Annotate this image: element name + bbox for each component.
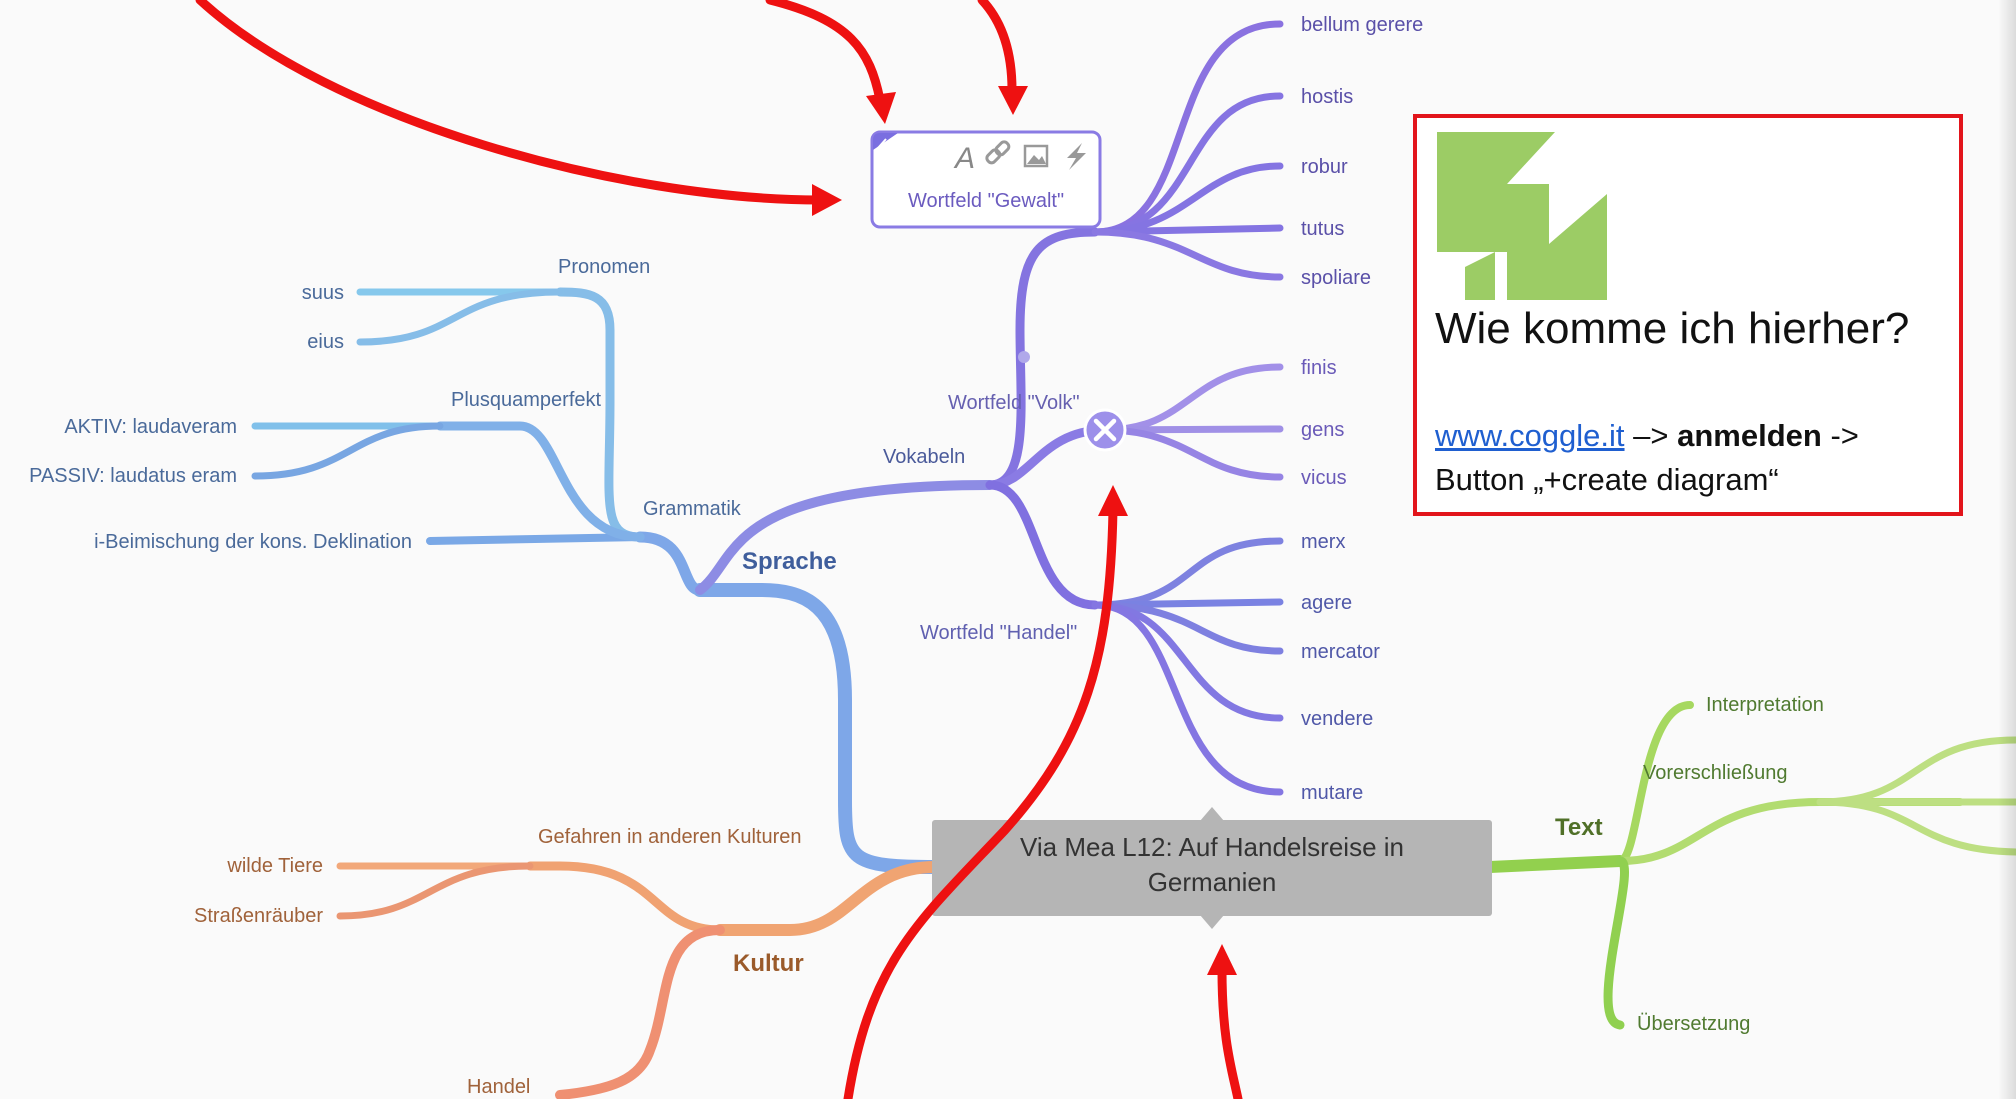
info-arrow1: –> [1624,418,1678,453]
root-title-line1: Via Mea L12: Auf Handelsreise in [1020,832,1404,862]
word-vicus[interactable]: vicus [1301,467,1347,489]
labels: Sprache Grammatik Vokabeln Wortfeld "Vol… [29,14,1824,1098]
word-robur[interactable]: robur [1301,156,1348,178]
arrow-to-root [1217,965,1243,1099]
word-tutus[interactable]: tutus [1301,218,1344,240]
font-icon[interactable]: A [953,142,975,175]
wortfeld-gewalt-label: Wortfeld "Gewalt" [908,190,1064,212]
wortfeld-volk-label[interactable]: Wortfeld "Volk" [948,392,1080,414]
sprache-branch [251,287,995,874]
word-suus[interactable]: suus [302,282,344,304]
word-strassenraeuber[interactable]: Straßenräuber [194,905,323,927]
drag-handle[interactable] [1018,351,1030,363]
wortfeld-gewalt-node[interactable]: A Wortfeld "Gewalt" [870,130,1102,363]
deklination-label[interactable]: i-Beimischung der kons. Deklination [94,531,412,553]
info-bold: anmelden [1677,418,1822,453]
arrow-to-remove-button [843,505,1118,1099]
interpretation-label[interactable]: Interpretation [1706,694,1824,716]
panel-edge-shadow [1998,0,2016,1099]
remove-node-button[interactable] [1083,408,1127,452]
grammatik-label[interactable]: Grammatik [643,498,742,520]
arrow-to-edit-icon [765,0,885,105]
info-question: Wie komme ich hierher? [1435,304,1910,353]
root-node[interactable]: Via Mea L12: Auf Handelsreise in Germani… [932,807,1492,929]
vokabeln-branch [985,20,1284,796]
handel-label[interactable]: Handel [467,1076,530,1098]
sprache-label[interactable]: Sprache [742,548,837,575]
annotation-arrows [195,0,1243,1099]
word-bellum-gerere[interactable]: bellum gerere [1301,14,1423,36]
pronomen-label[interactable]: Pronomen [558,256,650,278]
kultur-label[interactable]: Kultur [733,950,804,977]
kultur-branch [336,861,941,1099]
image-icon[interactable] [1023,144,1049,168]
arrow-to-toolbar [977,0,1017,95]
wortfeld-handel-label[interactable]: Wortfeld "Handel" [920,622,1077,644]
link-icon[interactable] [985,140,1011,165]
info-box: Wie komme ich hierher? www.coggle.it –> … [1413,114,1963,516]
aktiv-label[interactable]: AKTIV: laudaveram [64,416,237,438]
uebersetzung-label[interactable]: Übersetzung [1637,1013,1750,1035]
gefahren-label[interactable]: Gefahren in anderen Kulturen [538,826,802,848]
coggle-link[interactable]: www.coggle.it [1435,418,1625,453]
word-vendere[interactable]: vendere [1301,708,1373,730]
text-label[interactable]: Text [1555,814,1603,841]
info-instructions-line1: www.coggle.it –> anmelden -> [1435,418,1859,454]
text-branch [1484,701,2016,1030]
word-spoliare[interactable]: spoliare [1301,267,1371,289]
word-merx[interactable]: merx [1301,531,1345,553]
coggle-logo [1437,132,1607,300]
plusquamperfekt-label[interactable]: Plusquamperfekt [451,389,602,411]
word-mutare[interactable]: mutare [1301,782,1363,804]
arrow-to-node [195,0,825,205]
word-hostis[interactable]: hostis [1301,86,1353,108]
passiv-label[interactable]: PASSIV: laudatus eram [29,465,237,487]
lightning-icon[interactable] [1067,143,1086,170]
word-mercator[interactable]: mercator [1301,641,1380,663]
word-wilde-tiere[interactable]: wilde Tiere [226,855,323,877]
word-finis[interactable]: finis [1301,357,1337,379]
word-gens[interactable]: gens [1301,419,1344,441]
vorerschliessung-label[interactable]: Vorerschließung [1643,762,1788,784]
info-arrow2: -> [1821,418,1859,453]
info-instructions-line2: Button „+create diagram“ [1435,462,1779,497]
vokabeln-label[interactable]: Vokabeln [883,446,965,468]
word-agere[interactable]: agere [1301,592,1352,614]
root-title-line2: Germanien [1148,867,1277,897]
arrowhead-left [812,184,842,216]
word-eius[interactable]: eius [307,331,344,353]
